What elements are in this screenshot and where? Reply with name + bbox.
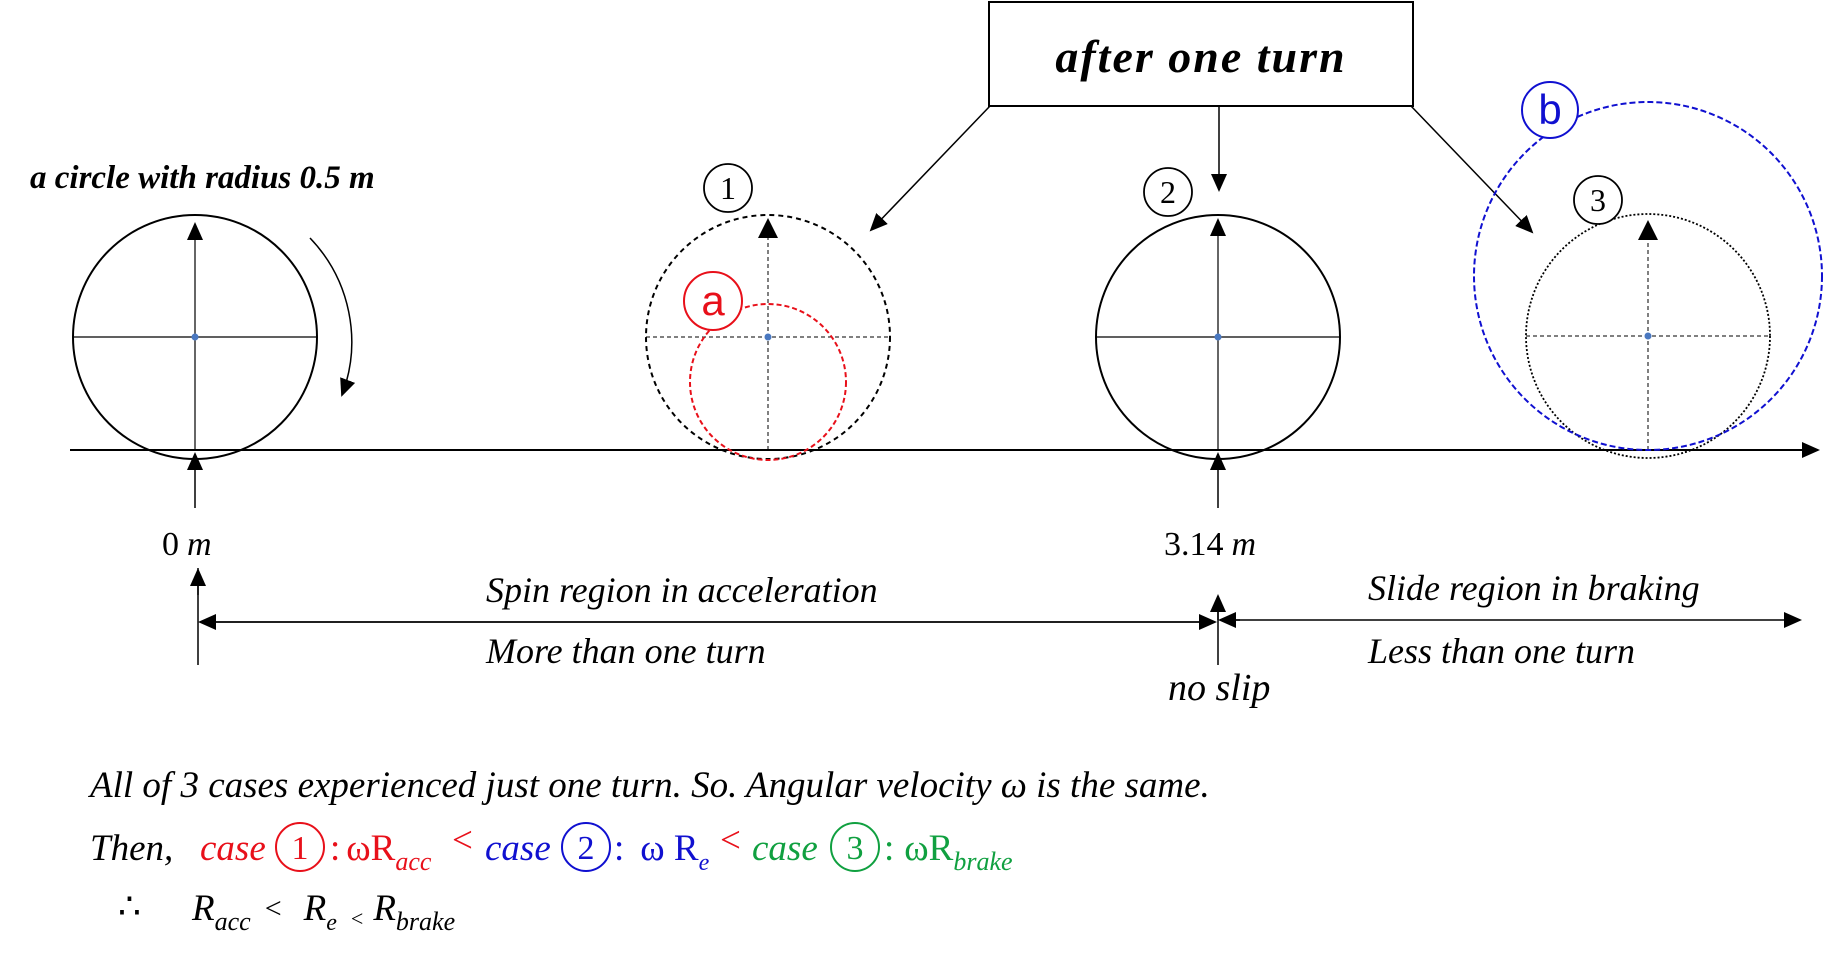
case3-word: case	[752, 828, 818, 869]
case3-number-circle	[1573, 175, 1623, 225]
initial-wheel	[72, 214, 356, 460]
case1-inline-circle	[275, 822, 325, 872]
therefore-symbol: ∴	[118, 886, 141, 926]
spin-region-sublabel: More than one turn	[485, 631, 766, 671]
title-arrow-to-case3	[1410, 105, 1534, 234]
lt-symbol-2: <	[720, 820, 741, 861]
case2-expression: :ω Re	[614, 828, 710, 876]
inequality-expression: Racc<Re<Rbrake	[191, 888, 455, 936]
title-box-frame	[988, 1, 1414, 107]
case2-inline-circle	[561, 822, 611, 872]
slide-region-sublabel: Less than one turn	[1367, 631, 1635, 671]
spin-region-label: Spin region in acceleration	[486, 570, 878, 610]
case3-wheel-circle	[1525, 213, 1771, 459]
case2-inline-number: 2	[578, 830, 595, 867]
rotation-arrow	[309, 237, 356, 397]
case2-center	[1214, 333, 1222, 341]
case3-center	[1644, 332, 1652, 340]
then-label: Then,	[90, 828, 173, 869]
case2-number: 2	[1160, 174, 1176, 210]
case3-wheel: 3 b	[1473, 81, 1823, 459]
case1-number-circle	[703, 163, 753, 213]
explanation-line-3: ∴ Racc<Re<Rbrake	[118, 886, 455, 936]
case1-acc-radius-circle	[689, 303, 847, 461]
case1-expression: :ωRacc	[330, 828, 432, 876]
case1-up-arrowhead	[758, 218, 778, 238]
case3-expression: :ωRbrake	[884, 828, 1013, 876]
letter-a: a	[701, 277, 725, 324]
letter-b: b	[1538, 86, 1561, 133]
letter-a-circle	[683, 271, 743, 331]
title-box: after one turn	[988, 1, 1414, 107]
case1-word: case	[200, 828, 266, 869]
title-text: after one turn	[1055, 31, 1346, 82]
case1-wheel: 1 a	[645, 163, 891, 461]
title-arrow-to-case1	[869, 105, 991, 232]
case1-inline-number: 1	[292, 830, 309, 867]
explanation-line-2: Then, case 1 :ωRacc < case 2 :ω Re < cas…	[90, 820, 1013, 876]
case2-number-circle	[1143, 167, 1193, 217]
case1-number: 1	[720, 170, 736, 206]
case3-inline-circle	[830, 822, 880, 872]
letter-b-circle	[1521, 81, 1579, 139]
case3-up-arrowhead	[1638, 220, 1658, 240]
explanation-line-1: All of 3 cases experienced just one turn…	[87, 765, 1210, 806]
case1-center	[764, 333, 772, 341]
case2-word: case	[485, 828, 551, 869]
case3-inline-number: 3	[847, 830, 864, 867]
case3-brake-radius-circle	[1473, 101, 1823, 451]
no-slip-label: no slip	[1168, 667, 1270, 709]
case2-wheel: 2	[1095, 167, 1341, 460]
case3-number: 3	[1590, 182, 1606, 218]
lt-symbol-1: <	[452, 820, 473, 861]
initial-wheel-center	[191, 333, 199, 341]
slide-region-label: Slide region in braking	[1368, 568, 1700, 608]
radius-label: a circle with radius 0.5 m	[30, 160, 375, 196]
